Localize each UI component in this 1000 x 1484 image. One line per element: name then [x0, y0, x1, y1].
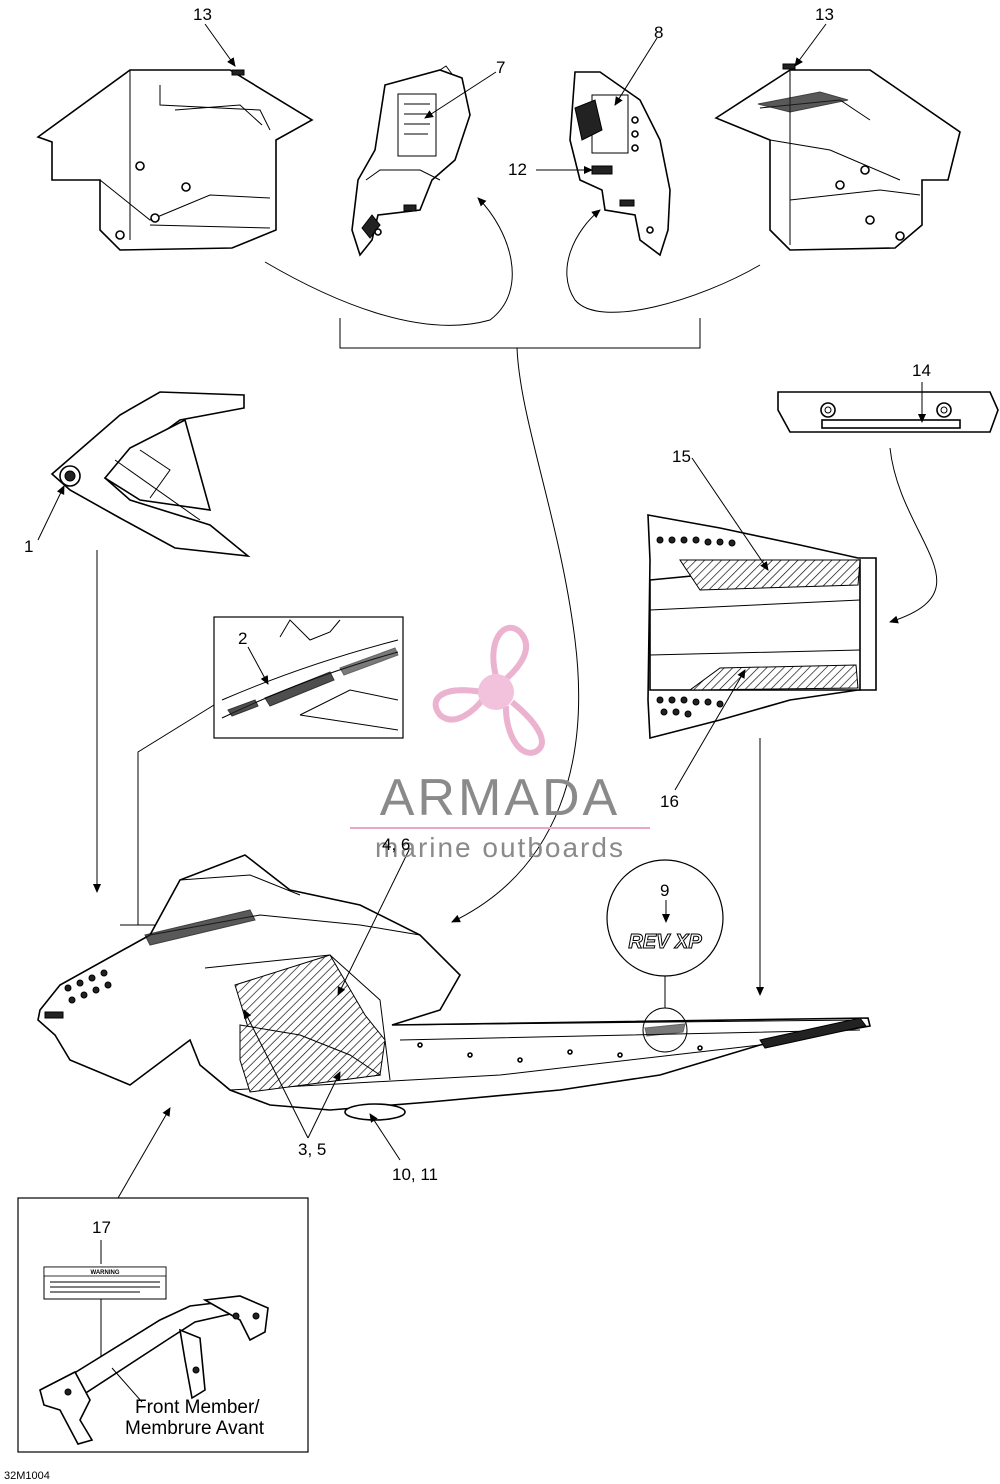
watermark-subtitle: marine outboards — [375, 832, 625, 863]
tunnel-rivets — [417, 1042, 703, 1063]
propeller-blade — [432, 687, 487, 723]
callout-4-6: 4, 6 — [382, 835, 410, 854]
figure-code: 32M1004 — [4, 1470, 50, 1482]
callout-labels: 13 13 7 8 12 14 15 1 2 16 4, 6 9 3, 5 10… — [24, 5, 931, 1184]
callout-3-5: 3, 5 — [298, 1140, 326, 1159]
top-row-leaders — [204, 23, 827, 923]
nose-piece — [37, 391, 251, 893]
right-side-panel — [714, 63, 961, 251]
callout-8: 8 — [654, 23, 663, 42]
callout-7: 7 — [496, 58, 505, 77]
callout-13-left: 13 — [193, 5, 212, 24]
callout-13-right: 13 — [815, 5, 834, 24]
watermark-title: ARMADA — [380, 769, 620, 827]
front-member-part — [39, 1295, 269, 1445]
rev-xp-badge: REV XP — [628, 931, 702, 953]
warning-decal: WARNING — [43, 1266, 167, 1300]
left-side-panel — [36, 69, 314, 251]
callout-12: 12 — [508, 160, 527, 179]
armada-watermark: ARMADA marine outboards — [350, 624, 650, 863]
callout-17: 17 — [92, 1218, 111, 1237]
left-inner-panel — [351, 65, 471, 257]
propeller-blade — [490, 624, 529, 687]
main-chassis — [37, 847, 871, 1199]
decal-2-inset — [120, 616, 404, 940]
right-inner-panel — [569, 71, 671, 257]
callout-15: 15 — [672, 447, 691, 466]
callout-14: 14 — [912, 361, 931, 380]
decal-14-plate — [777, 382, 999, 624]
callout-9: 9 — [660, 881, 669, 900]
propeller-icon — [432, 624, 545, 756]
logo-circle: REV XP — [606, 859, 724, 1053]
upper-footrest-holes — [656, 536, 736, 547]
propeller-blade — [502, 699, 545, 756]
front-member-inset: 17 WARNING Front Member/ Membrure Avant — [17, 1197, 309, 1453]
propeller-hub — [478, 674, 514, 710]
callout-16: 16 — [660, 792, 679, 811]
lower-footrest-holes — [656, 696, 724, 718]
callout-1: 1 — [24, 537, 33, 556]
warning-decal-title: WARNING — [91, 1270, 120, 1276]
inset-label-line1: Front Member/ — [135, 1397, 260, 1418]
front-vent-holes — [64, 969, 112, 1004]
inset-label-line2: Membrure Avant — [125, 1418, 265, 1439]
callout-2: 2 — [238, 629, 247, 648]
callout-10-11: 10, 11 — [392, 1165, 438, 1184]
running-boards — [647, 457, 877, 996]
